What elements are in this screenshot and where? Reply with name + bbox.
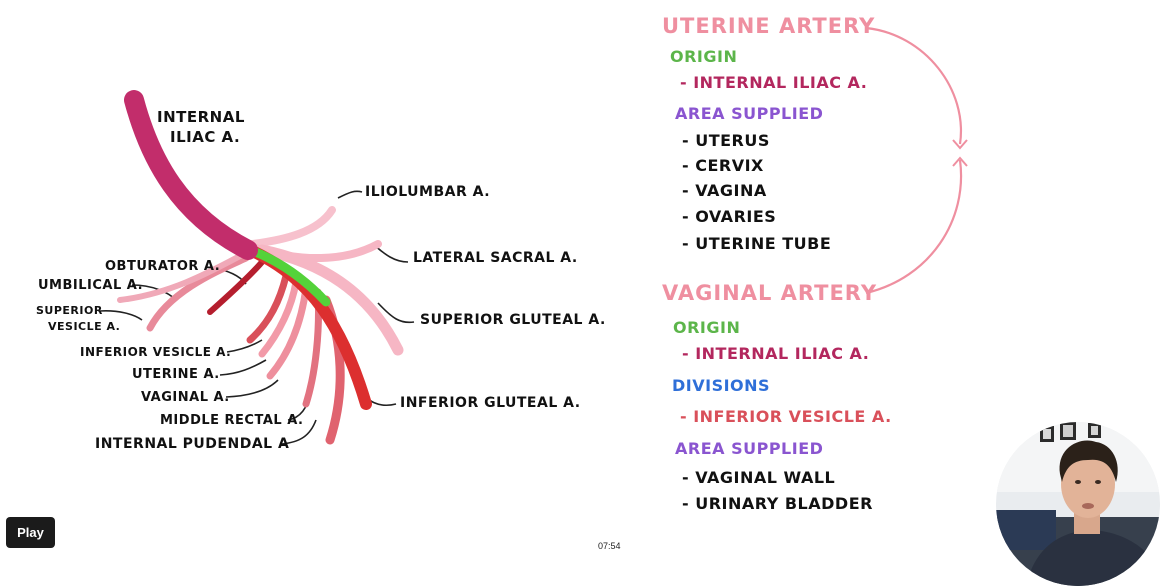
label-superior-vesicle-line1: SUPERIOR xyxy=(36,304,103,317)
uterine-area-heading: AREA SUPPLIED xyxy=(675,104,823,123)
uterine-area-item: - VAGINA xyxy=(682,181,767,200)
vaginal-origin-heading: ORIGIN xyxy=(673,318,740,337)
presenter-webcam xyxy=(996,422,1160,586)
uterine-area-item: - UTERINE TUBE xyxy=(682,234,831,253)
label-internal-iliac-line1: INTERNAL xyxy=(157,108,245,126)
vaginal-divisions-item: - INFERIOR VESICLE A. xyxy=(680,407,892,426)
label-internal-iliac-line2: ILIAC A. xyxy=(170,128,240,146)
bracket-lower xyxy=(866,160,961,293)
uterine-artery-title: UTERINE ARTERY xyxy=(662,14,875,38)
vaginal-divisions-heading: DIVISIONS xyxy=(672,376,770,395)
label-superior-gluteal: SUPERIOR GLUTEAL A. xyxy=(420,312,606,328)
label-lateral-sacral: LATERAL SACRAL A. xyxy=(413,250,578,266)
leader-vaginal xyxy=(226,380,278,397)
label-internal-pudendal: INTERNAL PUDENDAL A xyxy=(95,436,289,452)
uterine-area-item: - OVARIES xyxy=(682,207,776,226)
uterine-origin-item: - INTERNAL ILIAC A. xyxy=(680,73,867,92)
vaginal-area-item: - URINARY BLADDER xyxy=(682,494,873,513)
uterine-area-item: - UTERUS xyxy=(682,131,770,150)
label-inferior-gluteal: INFERIOR GLUTEAL A. xyxy=(400,395,581,411)
leader-superior-vesicle xyxy=(100,311,142,320)
uterine-area-item: - CERVIX xyxy=(682,156,764,175)
vaginal-artery-title: VAGINAL ARTERY xyxy=(662,281,877,305)
vaginal-area-heading: AREA SUPPLIED xyxy=(675,439,823,458)
uterine-origin-heading: ORIGIN xyxy=(670,47,737,66)
label-iliolumbar: ILIOLUMBAR A. xyxy=(365,184,490,200)
vaginal-area-item: - VAGINAL WALL xyxy=(682,468,835,487)
label-uterine: UTERINE A. xyxy=(132,367,220,382)
leader-uterine xyxy=(220,360,266,375)
label-superior-vesicle-line2: VESICLE A. xyxy=(48,320,120,333)
iliolumbar-artery xyxy=(252,210,332,244)
artery-diagram xyxy=(0,0,1162,550)
vaginal-origin-item: - INTERNAL ILIAC A. xyxy=(682,344,869,363)
label-inferior-vesicle: INFERIOR VESICLE A. xyxy=(80,345,231,359)
play-button[interactable]: Play xyxy=(6,517,55,548)
label-umbilical: UMBILICAL A. xyxy=(38,278,143,293)
label-obturator: OBTURATOR A. xyxy=(105,259,220,274)
leader-inferior-vesicle xyxy=(227,340,262,352)
leader-iliolumbar xyxy=(338,191,362,198)
label-vaginal: VAGINAL A. xyxy=(141,390,230,405)
presenter-avatar xyxy=(996,422,1160,586)
bracket-upper xyxy=(866,28,961,144)
label-middle-rectal: MIDDLE RECTAL A. xyxy=(160,413,303,428)
